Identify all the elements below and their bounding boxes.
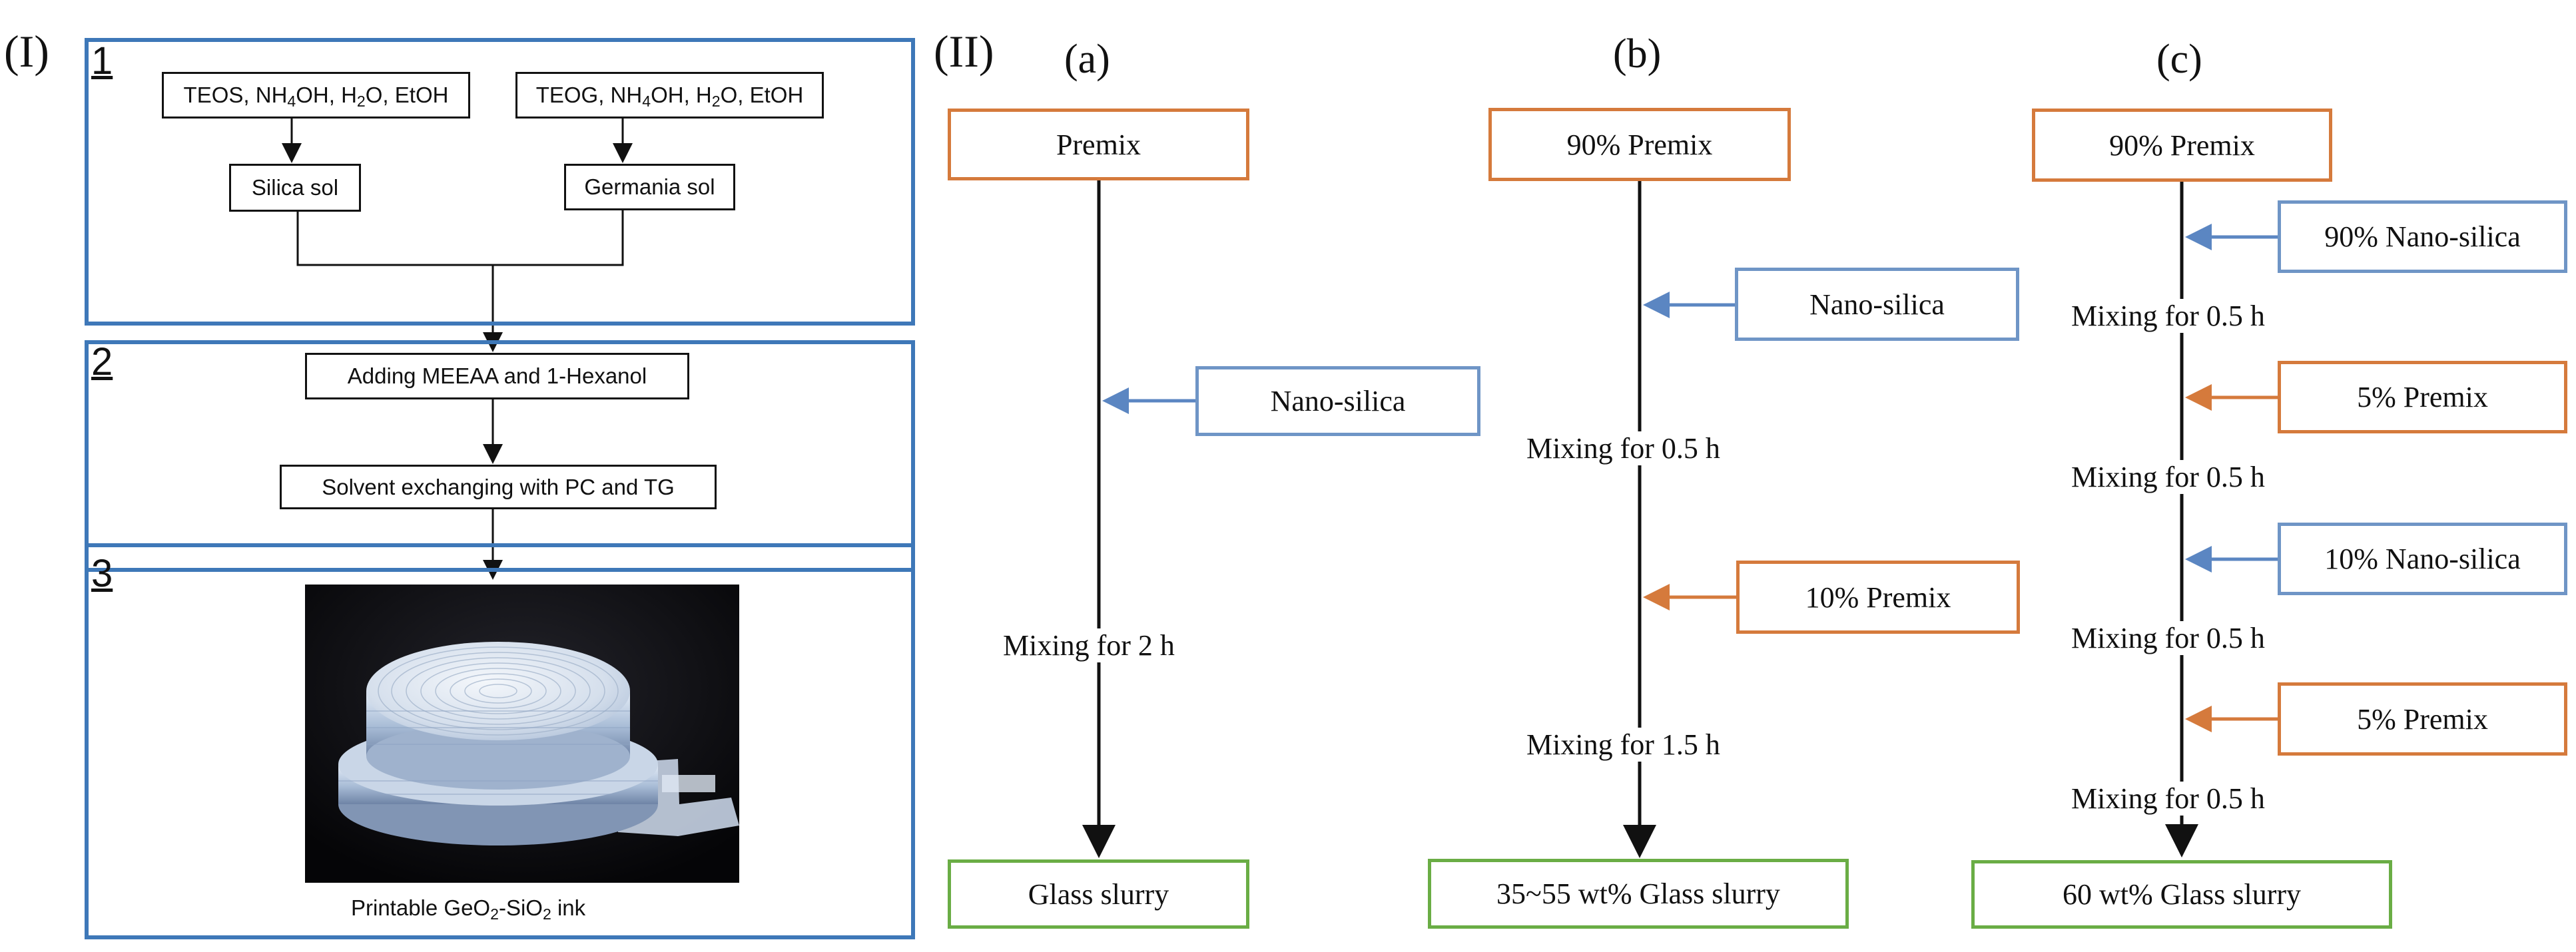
ink-caption: Printable GeO2-SiO2 ink	[351, 895, 586, 923]
teos-reagents-box: TEOS, NH4OH, H2O, EtOH	[162, 72, 470, 119]
step2-panel	[85, 340, 915, 572]
flow-c-nano-silica1-box: 90% Nano-silica	[2278, 200, 2567, 273]
step1-label: 1	[91, 39, 113, 83]
flow-c-mixing1-label: Mixing for 0.5 h	[2067, 299, 2269, 333]
teog-reagents-box: TEOG, NH4OH, H2O, EtOH	[515, 72, 824, 119]
flow-c-mixing3-label: Mixing for 0.5 h	[2067, 621, 2269, 655]
flow-c-mixing4-label: Mixing for 0.5 h	[2067, 782, 2269, 816]
flow-c-nano-silica2-box: 10% Nano-silica	[2278, 523, 2567, 595]
flow-b-glass-slurry-box: 35~55 wt% Glass slurry	[1428, 859, 1849, 929]
flow-c-premix-box: 90% Premix	[2032, 109, 2332, 182]
step2-label: 2	[91, 340, 113, 383]
flow-b-mixing2-label: Mixing for 1.5 h	[1522, 728, 1724, 762]
solvent-exchange-box: Solvent exchanging with PC and TG	[280, 465, 717, 509]
subfigure-a-label: (a)	[1064, 37, 1110, 82]
flow-a-premix-box: Premix	[948, 109, 1249, 180]
flow-b-mixing1-label: Mixing for 0.5 h	[1522, 431, 1724, 465]
flow-a-nano-silica-box: Nano-silica	[1195, 366, 1480, 436]
printed-ink-photo	[305, 585, 739, 883]
flow-b-nano-silica-box: Nano-silica	[1735, 268, 2019, 341]
flow-b-premix2-box: 10% Premix	[1736, 561, 2020, 634]
flow-c-premix2-box: 5% Premix	[2278, 361, 2567, 433]
sols-merge-line	[296, 210, 624, 266]
flow-b-premix-box: 90% Premix	[1488, 108, 1791, 181]
step3-label: 3	[91, 552, 113, 595]
flow-a-glass-slurry-box: Glass slurry	[948, 859, 1249, 929]
part-II-label: (II)	[934, 26, 994, 77]
adding-meeaa-box: Adding MEEAA and 1-Hexanol	[305, 353, 689, 399]
flow-c-glass-slurry-box: 60 wt% Glass slurry	[1971, 860, 2392, 929]
flow-c-mixing2-label: Mixing for 0.5 h	[2067, 460, 2269, 494]
step3-panel	[85, 543, 915, 939]
subfigure-c-label: (c)	[2156, 37, 2202, 82]
step1-panel	[85, 38, 915, 326]
flow-a-mixing-label: Mixing for 2 h	[999, 628, 1179, 662]
ink-disc-illustration	[305, 585, 739, 883]
silica-sol-box: Silica sol	[229, 164, 361, 212]
part-I-label: (I)	[4, 26, 49, 77]
germania-sol-box: Germania sol	[564, 164, 735, 210]
flow-c-premix3-box: 5% Premix	[2278, 682, 2567, 756]
subfigure-b-label: (b)	[1613, 31, 1662, 77]
